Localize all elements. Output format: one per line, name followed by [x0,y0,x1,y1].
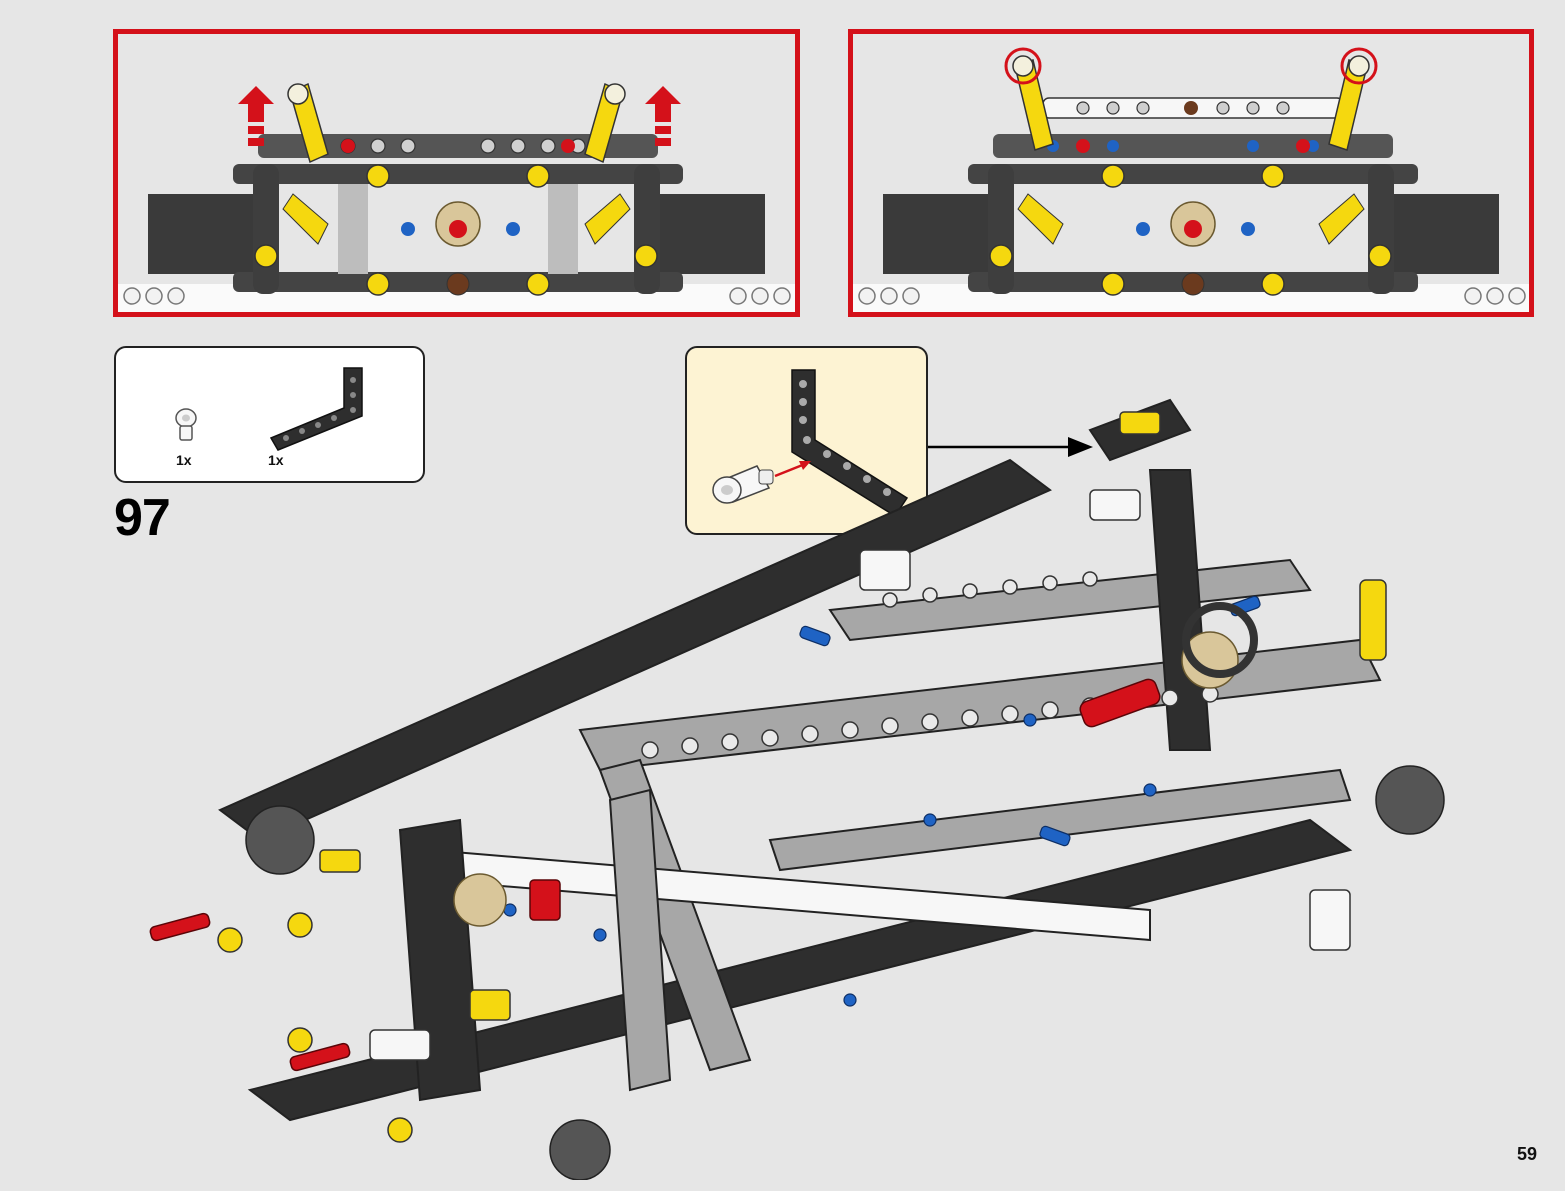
connector-peg-icon [712,465,774,504]
page-number: 59 [1516,1144,1537,1164]
insert-arrow-icon [774,462,806,478]
callout-before [113,29,800,317]
part-quantity: 1x [268,452,284,468]
angled-beam-icon [791,369,909,518]
part-quantity: 1x [176,452,192,468]
parts-list: 1x 1x [114,346,425,483]
chassis-assembly-illustration [149,398,1445,1180]
callout-after [848,29,1534,317]
angled-beam-icon [269,367,363,451]
front-axle-before-illustration [118,82,795,312]
front-axle-after-illustration [853,47,1529,312]
step-number: 97 [114,489,171,547]
pointer-arrow-icon [928,437,1093,457]
sub-assembly-callout [685,346,928,535]
connector-peg-icon [175,408,197,441]
